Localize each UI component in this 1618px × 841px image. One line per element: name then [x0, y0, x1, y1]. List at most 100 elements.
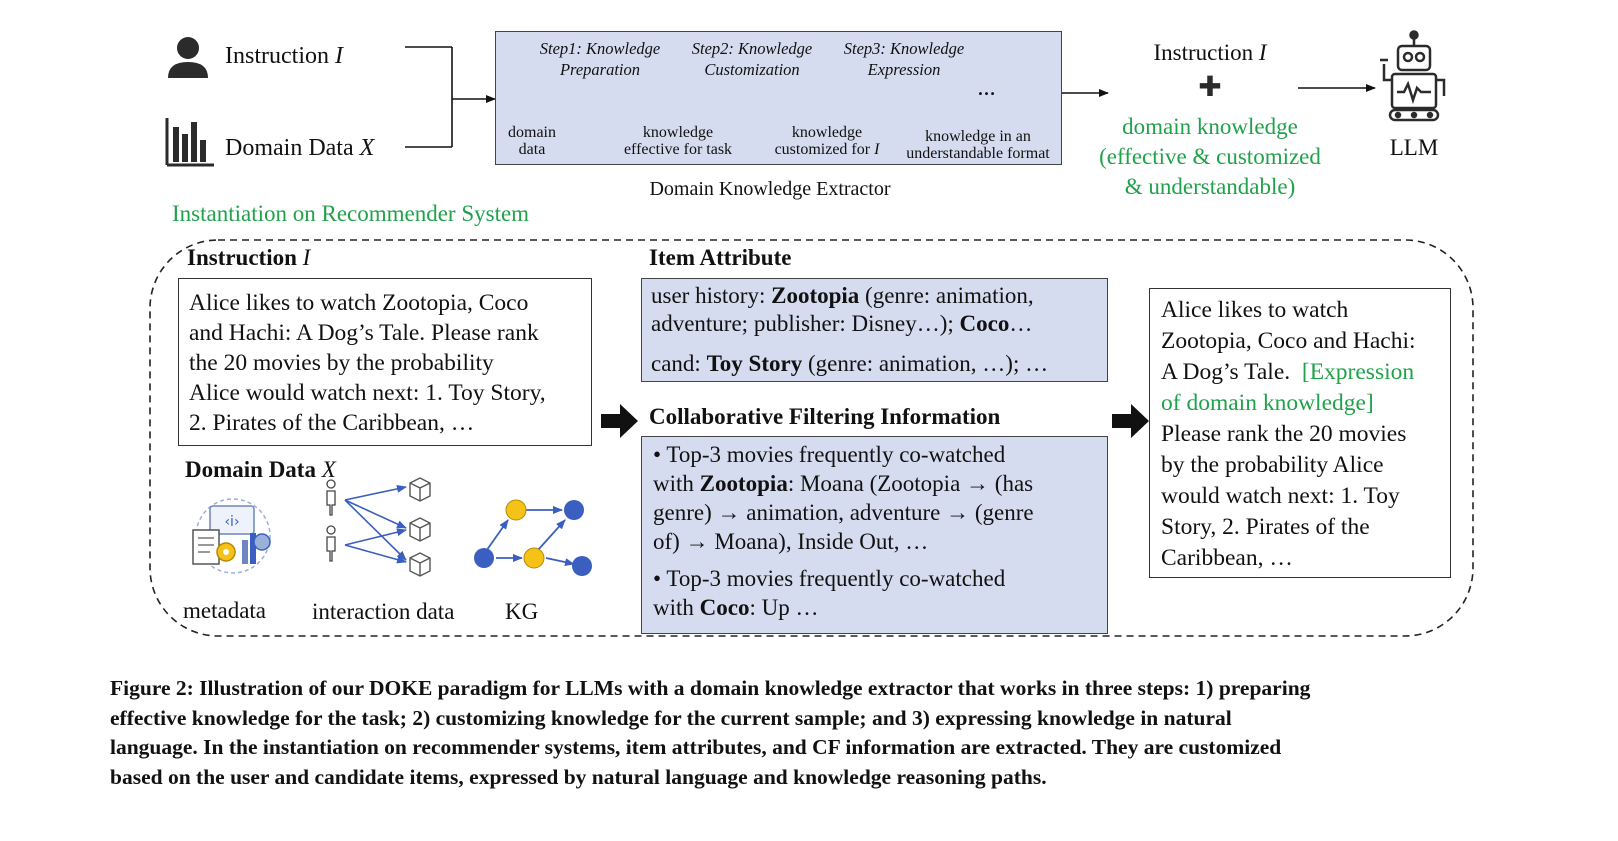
ia-l2-pre: adventure; publisher: Disney…); — [651, 311, 960, 336]
bar-chart-icon — [165, 118, 214, 167]
right-instruction-text: Instruction — [1153, 40, 1259, 65]
step3-line1: Step3: Knowledge — [843, 39, 965, 58]
expression-tag-a: [Expression — [1301, 359, 1415, 385]
instruction-input-label: Instruction I — [225, 41, 343, 71]
item-attribute-title: Item Attribute — [649, 245, 792, 270]
extractor-domain-data-caption: domain data — [497, 124, 567, 158]
domain-data-label-text: Domain Data — [225, 135, 360, 161]
augmented-prompt-box: Alice likes to watch Zootopia, Coco and … — [1149, 288, 1451, 578]
format-l2: understandable format — [906, 145, 1050, 162]
left-instruction-title-text: Instruction — [187, 245, 303, 270]
ia-l1-bold: Zootopia — [771, 283, 860, 308]
rp-rest-1: Please rank the 20 movies — [1161, 421, 1407, 447]
extractor-domain-l2: data — [518, 141, 546, 158]
ia-l3-pre: cand: — [651, 351, 707, 376]
cf-box: • Top-3 movies frequently co-watched wit… — [641, 436, 1108, 634]
left-instruction-title-var: I — [302, 245, 311, 270]
dk-l1: domain knowledge — [1122, 114, 1298, 139]
ia-l1-pre: user history: — [651, 283, 772, 308]
caption-line-1: Figure 2: Illustration of our DOKE parad… — [110, 676, 1311, 700]
metadata-label: metadata — [183, 598, 267, 623]
customized-l1: knowledge — [791, 124, 863, 141]
knowledge-graph-icon — [474, 499, 592, 576]
instruction-line-3: the 20 movies by the probability — [189, 350, 494, 376]
interaction-data-label: interaction data — [312, 599, 455, 624]
knowledge-format-caption: knowledge in an understandable format — [896, 128, 1060, 162]
person-icon — [168, 37, 208, 78]
instantiation-region — [149, 239, 1474, 637]
kg-label: KG — [505, 599, 539, 624]
caption-line-2: effective knowledge for the task; 2) cus… — [110, 705, 1232, 730]
robot-llm-icon — [1380, 30, 1446, 122]
ia-l2-post: … — [1009, 311, 1033, 336]
dk-l2: (effective & customized — [1099, 144, 1321, 169]
right-instruction-var: I — [1258, 40, 1267, 65]
rp-line-3: A Dog’s Tale. [Expression — [1161, 357, 1442, 388]
ia-l3-post: (genre: animation, …); … — [802, 351, 1049, 376]
plus-icon: ✚ — [1198, 72, 1222, 103]
caption-line-3: language. In the instantiation on recomm… — [110, 735, 1282, 759]
interaction-data-icon — [326, 477, 431, 577]
left-domain-title-text: Domain Data — [185, 457, 322, 482]
right-instruction-label: Instruction I — [1090, 38, 1330, 68]
rp-line-1: Alice likes to watch — [1161, 297, 1349, 323]
metadata-icon: ‹i› — [192, 498, 271, 574]
cf1-l2-post: : Moana (Zootopia → (has — [787, 471, 1034, 496]
instruction-label-text: Instruction — [225, 43, 335, 69]
customized-l2: customized for — [774, 141, 875, 158]
instantiation-title: Instantiation on Recommender System — [172, 201, 530, 226]
right-block-arrow — [1112, 404, 1149, 438]
caption-line-4: based on the user and candidate items, e… — [110, 764, 1047, 789]
knowledge-customized-caption: knowledge customized for I — [752, 124, 902, 158]
bubble-ellipsis: … — [977, 79, 996, 99]
instruction-line-4: Alice would watch next: 1. Toy Story, — [189, 380, 546, 406]
step2-line1: Step2: Knowledge — [691, 39, 813, 58]
rp-rest-4: Story, 2. Pirates of the — [1161, 514, 1370, 540]
effective-l1: knowledge — [642, 124, 714, 141]
ia-line-2: adventure; publisher: Disney…); Coco… — [651, 310, 1098, 338]
svg-text:‹i›: ‹i› — [224, 514, 239, 530]
item-attribute-box: user history: Zootopia (genre: animation… — [641, 278, 1108, 382]
domain-knowledge-label: domain knowledge (effective & customized… — [1070, 112, 1350, 202]
step2-line2: Customization — [704, 60, 800, 79]
effective-l2: effective for task — [623, 141, 733, 158]
format-l1: knowledge in an — [925, 128, 1031, 145]
step1-label: Step1: Knowledge Preparation — [530, 38, 670, 80]
rp-rest-3: would watch next: 1. Toy — [1161, 483, 1400, 509]
rp-rest-2: by the probability Alice — [1161, 452, 1384, 478]
cf1-line-2: with Zootopia: Moana (Zootopia → (has — [653, 469, 1098, 498]
instruction-text-box: Alice likes to watch Zootopia, Coco and … — [178, 278, 592, 446]
left-block-arrow — [601, 404, 638, 438]
cf2-line-2: with Coco: Up … — [653, 593, 1098, 622]
step1-line2: Preparation — [559, 60, 641, 79]
cf-title: Collaborative Filtering Information — [649, 404, 1001, 429]
rp-line-3-text: A Dog’s Tale. — [1161, 359, 1302, 385]
figure-caption: Figure 2: Illustration of our DOKE parad… — [110, 674, 1530, 792]
extractor-title: Domain Knowledge Extractor — [649, 178, 891, 200]
expression-tag-b: of domain knowledge] — [1161, 390, 1374, 416]
ia-l1-post: (genre: animation, — [859, 283, 1034, 308]
extractor-domain-l1: domain — [508, 124, 556, 141]
ia-l3-bold: Toy Story — [706, 351, 803, 376]
knowledge-effective-caption: knowledge effective for task — [600, 124, 756, 158]
cf1-line-4: of) → Moana), Inside Out, … — [653, 529, 929, 554]
domain-knowledge-extractor-box — [495, 31, 1062, 165]
input-bracket — [405, 46, 496, 148]
cf1-line-1: • Top-3 movies frequently co-watched — [653, 442, 1006, 467]
domain-data-input-label: Domain Data X — [225, 133, 374, 163]
cf1-l2-bold: Zootopia — [699, 471, 788, 496]
dk-l3: & understandable) — [1124, 174, 1296, 199]
cf2-l2-post: : Up … — [749, 595, 819, 620]
ia-line-1: user history: Zootopia (genre: animation… — [651, 282, 1098, 310]
step1-line1: Step1: Knowledge — [539, 39, 661, 58]
cf1-l2-pre: with — [653, 471, 700, 496]
ia-l2-bold: Coco — [959, 311, 1010, 336]
llm-label: LLM — [1389, 135, 1439, 160]
cf1-line-3: genre) → animation, adventure → (genre — [653, 500, 1034, 525]
domain-data-var: X — [359, 135, 375, 161]
cf2-line-1: • Top-3 movies frequently co-watched — [653, 566, 1006, 591]
instruction-line-1: Alice likes to watch Zootopia, Coco — [189, 290, 529, 316]
instruction-var: I — [334, 43, 343, 69]
cf2-l2-bold: Coco — [699, 595, 750, 620]
step2-label: Step2: Knowledge Customization — [682, 38, 822, 80]
